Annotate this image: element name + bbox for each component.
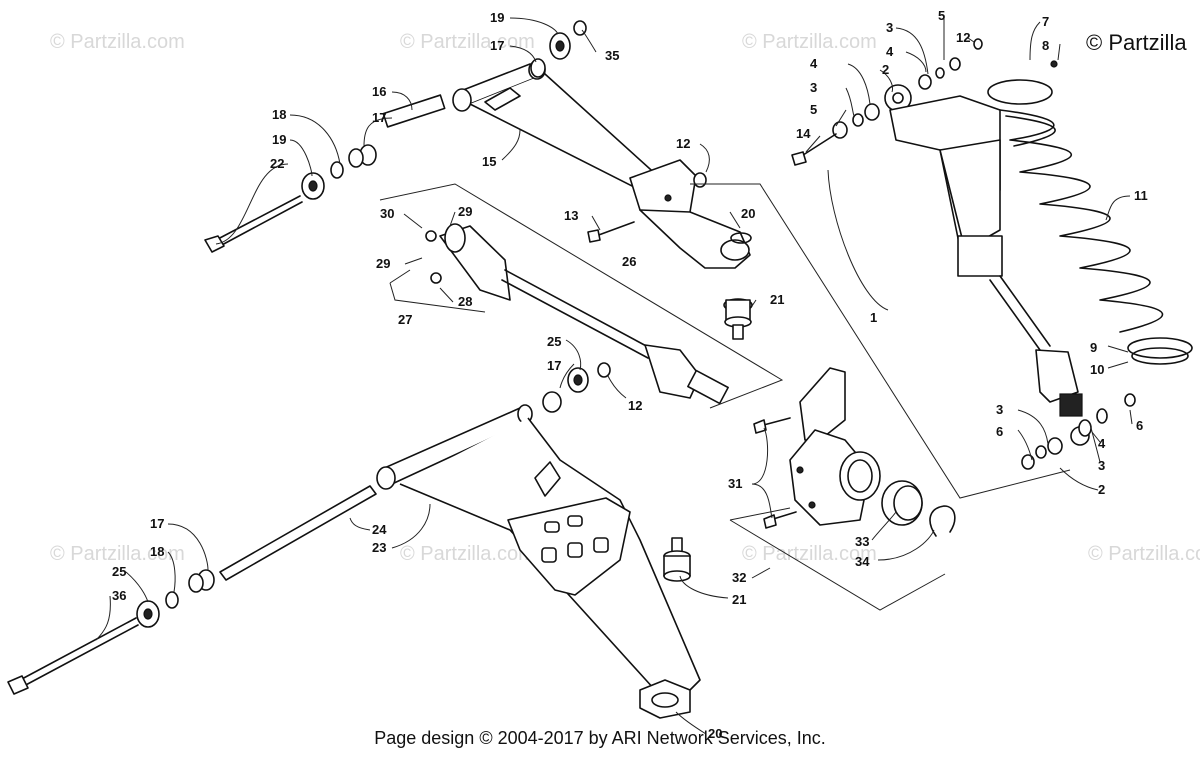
callout-label: 29	[458, 204, 472, 219]
callout-label: 34	[855, 554, 870, 569]
lower-arm-hardware	[7, 362, 611, 695]
callout-label: 28	[458, 294, 472, 309]
callout-label: 22	[270, 156, 284, 171]
watermark: © Partzilla.com	[742, 31, 877, 53]
callout-numbers: 19 35 17 16 18 19 17 22 15 12 13 30 29 2…	[112, 8, 1148, 741]
copyright-mark: © Partzilla	[1086, 30, 1187, 55]
callout-label: 5	[938, 8, 945, 23]
upper-a-arm	[452, 60, 751, 269]
callout-label: 15	[482, 154, 496, 169]
watermark: © Partzilla.com	[1088, 543, 1200, 565]
callout-label: 17	[490, 38, 504, 53]
group-brackets	[379, 183, 1071, 611]
callout-label: 18	[272, 107, 286, 122]
callout-label: 20	[708, 726, 722, 741]
lower-a-arm	[376, 404, 701, 719]
callout-label: 31	[728, 476, 742, 491]
callout-label: 3	[810, 80, 817, 95]
callout-label: 35	[605, 48, 619, 63]
watermark: © Partzilla.com	[50, 543, 185, 565]
callout-label: 3	[886, 20, 893, 35]
callout-label: 32	[732, 570, 746, 585]
callout-label: 21	[732, 592, 746, 607]
callout-label: 19	[272, 132, 286, 147]
callout-label: 4	[1098, 436, 1106, 451]
callout-label: 4	[810, 56, 818, 71]
watermark: © Partzilla.com	[400, 543, 535, 565]
callout-label: 12	[628, 398, 642, 413]
callout-label: 33	[855, 534, 869, 549]
drive-axle	[425, 223, 729, 405]
callout-label: 25	[112, 564, 126, 579]
callout-label: 7	[1042, 14, 1049, 29]
callout-label: 36	[112, 588, 126, 603]
callout-label: 2	[882, 62, 889, 77]
callout-label: 1	[870, 310, 877, 325]
watermark: © Partzilla.com	[400, 31, 535, 53]
callout-label: 25	[547, 334, 561, 349]
callout-label: 24	[372, 522, 387, 537]
callout-label: 27	[398, 312, 412, 327]
lower-ball-joint	[663, 537, 691, 582]
watermark: © Partzilla.com	[742, 543, 877, 565]
callout-label: 17	[547, 358, 561, 373]
shock-absorber	[884, 84, 1090, 446]
callout-label: 29	[376, 256, 390, 271]
callout-label: 11	[1134, 188, 1148, 203]
callout-label: 13	[564, 208, 578, 223]
callout-label: 6	[1136, 418, 1143, 433]
upper-ball-joint	[723, 232, 753, 340]
callout-label: 17	[372, 110, 386, 125]
callout-label: 19	[490, 10, 504, 25]
coil-spring	[987, 60, 1193, 365]
callout-label: 14	[796, 126, 811, 141]
callout-label: 9	[1090, 340, 1097, 355]
callout-label: 5	[810, 102, 817, 117]
steering-knuckle	[753, 367, 956, 537]
page-footer: Page design © 2004-2017 by ARI Network S…	[374, 728, 826, 748]
callout-label: 3	[996, 402, 1003, 417]
callout-label: 30	[380, 206, 394, 221]
callout-label: 20	[741, 206, 755, 221]
callout-label: 16	[372, 84, 386, 99]
callout-label: 3	[1098, 458, 1105, 473]
leader-lines	[95, 17, 1133, 735]
callout-label: 17	[150, 516, 164, 531]
callout-label: 21	[770, 292, 784, 307]
watermark: © Partzilla.com	[50, 31, 185, 53]
callout-label: 6	[996, 424, 1003, 439]
upper-arm-hardware	[204, 20, 707, 253]
callout-label: 10	[1090, 362, 1104, 377]
callout-label: 26	[622, 254, 636, 269]
callout-label: 18	[150, 544, 164, 559]
shock-bottom-hardware	[1021, 393, 1136, 470]
callout-label: 2	[1098, 482, 1105, 497]
callout-label: 8	[1042, 38, 1049, 53]
callout-label: 12	[676, 136, 690, 151]
shock-top-hardware	[791, 38, 983, 166]
callout-label: 23	[372, 540, 386, 555]
watermarks: © Partzilla.com © Partzilla.com © Partzi…	[50, 31, 1200, 565]
callout-label: 12	[956, 30, 970, 45]
callout-label: 4	[886, 44, 894, 59]
